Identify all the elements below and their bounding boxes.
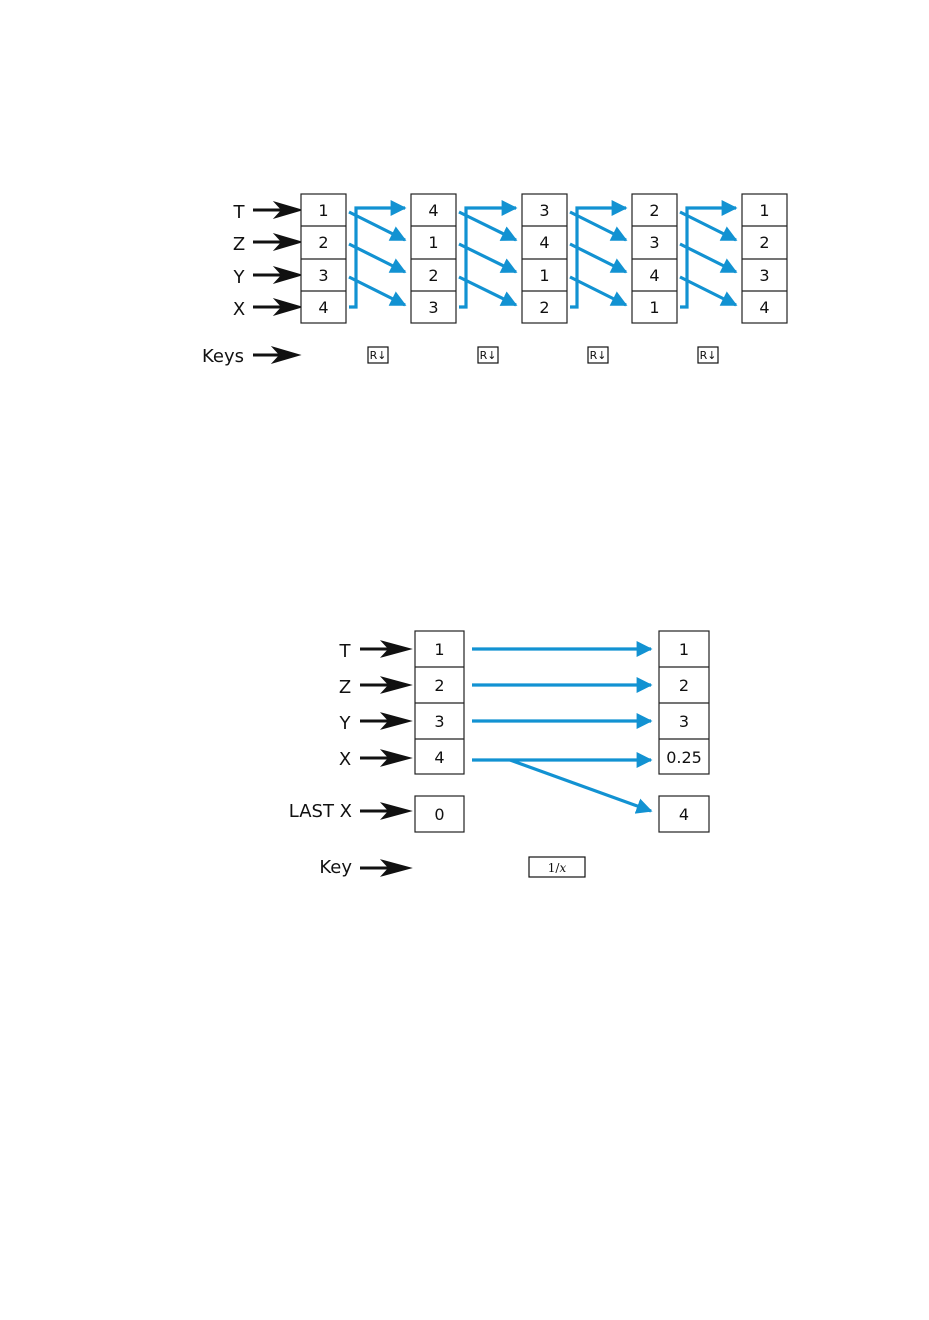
lastx-cell: 0	[434, 805, 444, 824]
before-lastx-register: 0	[415, 796, 464, 832]
register-label-z: Z	[339, 677, 351, 698]
pointer-arrow-icon	[254, 268, 300, 282]
register-label-x: X	[233, 299, 245, 320]
rolldown-key-2: R↓	[478, 347, 498, 363]
register-label-y: Y	[233, 267, 246, 288]
reciprocal-key: 1/x	[529, 857, 585, 877]
stack-cell-t: 1	[434, 640, 444, 659]
lastx-label: LAST X	[289, 801, 352, 822]
pointer-arrow-icon	[254, 203, 300, 217]
pointer-arrows	[254, 203, 300, 362]
stack-cell-y: 2	[428, 266, 438, 285]
rolldown-key-1: R↓	[368, 347, 388, 363]
after-stack: 1 2 3 0.25	[659, 631, 709, 774]
stack-cell-y: 4	[649, 266, 659, 285]
stack-cell-y: 3	[318, 266, 328, 285]
pointer-arrow-icon	[254, 348, 298, 362]
pointer-arrow-icon	[254, 300, 300, 314]
pointer-arrow-icon	[361, 714, 409, 728]
before-stack: 1 2 3 4	[415, 631, 464, 774]
stack-cell-t: 1	[679, 640, 689, 659]
reciprocal-diagram: T Z Y X LAST X Key 1 2 3 4 0	[289, 631, 709, 878]
stack-cell-x: 1	[649, 298, 659, 317]
stack-cell-y: 3	[759, 266, 769, 285]
keys-label: Keys	[202, 346, 244, 367]
rolldown-key-label: R↓	[590, 349, 607, 362]
rolldown-key-4: R↓	[698, 347, 718, 363]
stack-cell-z: 2	[679, 676, 689, 695]
lastx-cell: 4	[679, 805, 689, 824]
stack-cell-t: 4	[428, 201, 438, 220]
pointer-arrow-icon	[361, 678, 409, 692]
rolldown-key-label: R↓	[480, 349, 497, 362]
rolldown-arrows-3	[570, 208, 626, 307]
rolldown-diagram: T Z Y X Keys 1 2 3 4 4	[202, 194, 787, 367]
stack-cell-x: 3	[428, 298, 438, 317]
pointer-arrows	[361, 642, 409, 875]
rolldown-key-3: R↓	[588, 347, 608, 363]
rolldown-key-label: R↓	[370, 349, 387, 362]
stack-cell-x: 2	[539, 298, 549, 317]
register-label-x: X	[339, 749, 351, 770]
stack-column-3: 3 4 1 2	[522, 194, 567, 323]
stack-cell-y: 1	[539, 266, 549, 285]
pointer-arrow-icon	[361, 861, 409, 875]
stack-cell-x: 4	[759, 298, 769, 317]
rolldown-arrows-4	[680, 208, 736, 307]
reciprocal-arrows	[472, 649, 651, 811]
stack-column-1: 1 2 3 4	[301, 194, 346, 323]
stack-cell-z: 2	[434, 676, 444, 695]
stack-column-2: 4 1 2 3	[411, 194, 456, 323]
stack-cell-z: 4	[539, 233, 549, 252]
stack-cell-z: 1	[428, 233, 438, 252]
key-label: Key	[319, 857, 352, 878]
rolldown-arrows-2	[459, 208, 516, 307]
register-label-y: Y	[339, 713, 352, 734]
pointer-arrow-icon	[254, 235, 300, 249]
stack-cell-t: 1	[318, 201, 328, 220]
stack-cell-x: 0.25	[666, 748, 702, 767]
register-label-t: T	[339, 641, 352, 662]
after-lastx-register: 4	[659, 796, 709, 832]
stack-cell-t: 3	[539, 201, 549, 220]
register-label-z: Z	[233, 234, 245, 255]
stack-cell-y: 3	[679, 712, 689, 731]
stack-cell-t: 2	[649, 201, 659, 220]
stack-cell-x: 4	[434, 748, 444, 767]
reciprocal-key-label: 1/x	[548, 861, 567, 875]
stack-cell-z: 2	[318, 233, 328, 252]
stack-cell-z: 2	[759, 233, 769, 252]
pointer-arrow-icon	[361, 804, 409, 818]
stack-cell-z: 3	[649, 233, 659, 252]
stack-column-5: 1 2 3 4	[742, 194, 787, 323]
stack-cell-x: 4	[318, 298, 328, 317]
stack-column-4: 2 3 4 1	[632, 194, 677, 323]
rolldown-key-label: R↓	[700, 349, 717, 362]
register-label-t: T	[233, 202, 246, 223]
stack-cell-y: 3	[434, 712, 444, 731]
rolldown-arrows-1	[349, 208, 405, 307]
stack-cell-t: 1	[759, 201, 769, 220]
pointer-arrow-icon	[361, 751, 409, 765]
pointer-arrow-icon	[361, 642, 409, 656]
